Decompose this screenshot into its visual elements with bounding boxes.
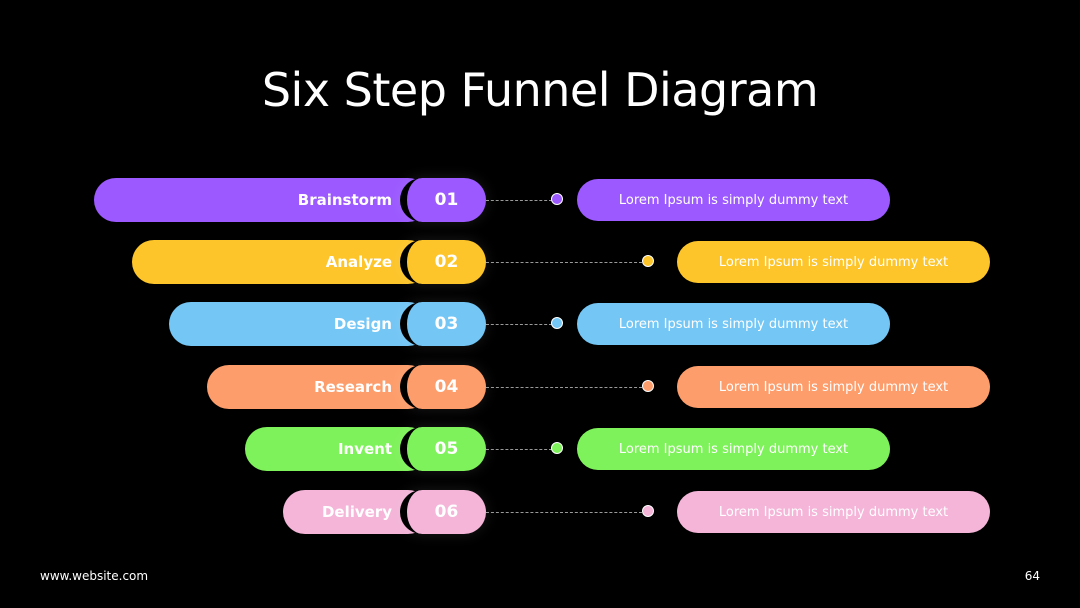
connector-dot-icon bbox=[642, 380, 654, 392]
dashed-connector bbox=[486, 387, 642, 388]
step-label-bar: Invent bbox=[245, 427, 430, 471]
step-number-badge: 04 bbox=[400, 365, 486, 409]
funnel-step-2: Analyze 02 Lorem Ipsum is simply dummy t… bbox=[0, 240, 1080, 284]
connector-dot-icon bbox=[551, 317, 563, 329]
step-number-badge: 01 bbox=[400, 178, 486, 222]
funnel-step-3: Design 03 Lorem Ipsum is simply dummy te… bbox=[0, 302, 1080, 346]
step-description-pill: Lorem Ipsum is simply dummy text bbox=[577, 303, 890, 345]
page-number: 64 bbox=[1024, 569, 1040, 583]
funnel-step-4: Research 04 Lorem Ipsum is simply dummy … bbox=[0, 365, 1080, 409]
funnel-step-5: Invent 05 Lorem Ipsum is simply dummy te… bbox=[0, 427, 1080, 471]
step-number-badge: 06 bbox=[400, 490, 486, 534]
step-number-badge: 03 bbox=[400, 302, 486, 346]
step-label-bar: Research bbox=[207, 365, 430, 409]
step-label-bar: Analyze bbox=[132, 240, 430, 284]
connector-dot-icon bbox=[642, 505, 654, 517]
step-description-pill: Lorem Ipsum is simply dummy text bbox=[677, 366, 990, 408]
step-description-pill: Lorem Ipsum is simply dummy text bbox=[677, 241, 990, 283]
step-description-pill: Lorem Ipsum is simply dummy text bbox=[577, 179, 890, 221]
step-description-pill: Lorem Ipsum is simply dummy text bbox=[677, 491, 990, 533]
step-label-bar: Design bbox=[169, 302, 430, 346]
funnel-step-6: Delivery 06 Lorem Ipsum is simply dummy … bbox=[0, 490, 1080, 534]
step-label-bar: Brainstorm bbox=[94, 178, 430, 222]
connector-dot-icon bbox=[551, 193, 563, 205]
funnel-step-1: Brainstorm 01 Lorem Ipsum is simply dumm… bbox=[0, 178, 1080, 222]
dashed-connector bbox=[486, 262, 642, 263]
step-number-badge: 02 bbox=[400, 240, 486, 284]
dashed-connector bbox=[486, 449, 552, 450]
connector-dot-icon bbox=[551, 442, 563, 454]
footer-website: www.website.com bbox=[40, 569, 149, 583]
dashed-connector bbox=[486, 200, 552, 201]
dashed-connector bbox=[486, 324, 552, 325]
connector-dot-icon bbox=[642, 255, 654, 267]
slide-title: Six Step Funnel Diagram bbox=[261, 63, 819, 117]
dashed-connector bbox=[486, 512, 642, 513]
step-number-badge: 05 bbox=[400, 427, 486, 471]
step-description-pill: Lorem Ipsum is simply dummy text bbox=[577, 428, 890, 470]
